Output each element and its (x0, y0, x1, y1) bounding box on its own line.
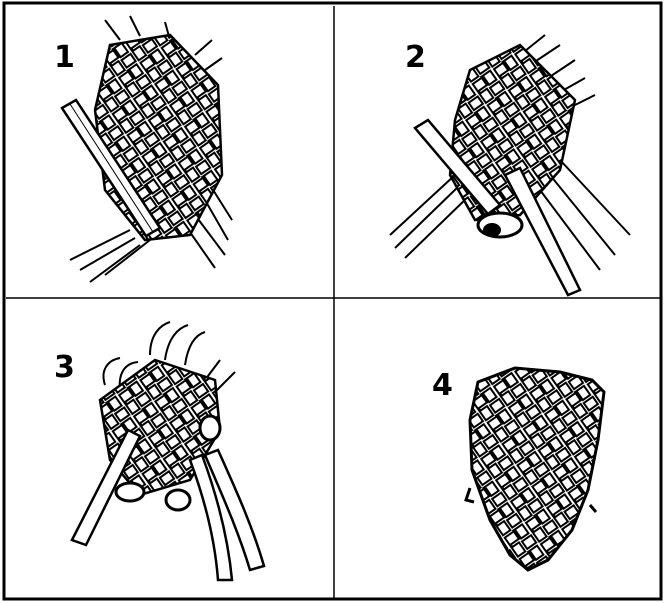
step-2-number: 2 (405, 40, 426, 75)
step-3-number: 3 (54, 350, 75, 385)
step-1-number: 1 (54, 40, 75, 75)
step-4-number: 4 (432, 368, 453, 403)
